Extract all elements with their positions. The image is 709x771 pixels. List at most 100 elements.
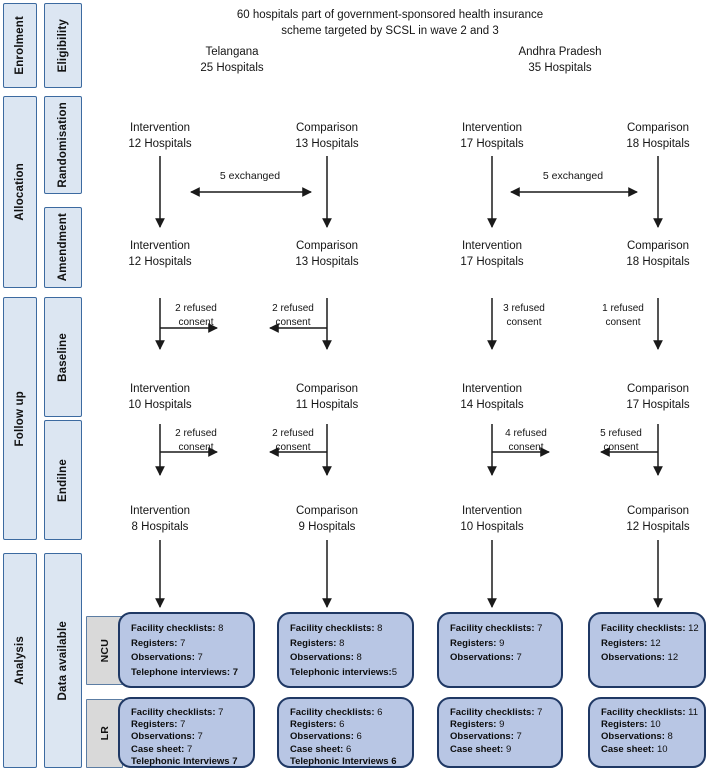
flow-node-line: 13 Hospitals [295, 138, 359, 150]
eligibility-label: Eligibility [57, 18, 69, 73]
flow-node-line: 11 Hospitals [295, 399, 359, 411]
flow-node-line: Comparison [627, 383, 689, 395]
analysis-line: Registers: 7 [131, 719, 186, 731]
flow-node-line: 12 Hospitals [128, 138, 192, 150]
analysis-line: Telephonic Interviews 7 [131, 755, 238, 767]
flow-node-line: 17 Hospitals [460, 138, 524, 150]
baseline-arrows [155, 298, 663, 350]
analysis-line: Observations: 8 [601, 731, 673, 743]
analysis-line: Facility checklists: 8 [290, 623, 383, 634]
analysis-line: Facility checklists: 7 [450, 623, 543, 634]
flow-node-randomisation-col3: Intervention 17 Hospitals [432, 120, 552, 152]
flow-node-line: 8 Hospitals [131, 521, 189, 533]
flow-node-line: 17 Hospitals [626, 399, 690, 411]
region-name: Andhra Pradesh [518, 46, 602, 58]
flow-node-line: Intervention [461, 383, 523, 395]
flow-node-line: 9 Hospitals [298, 521, 356, 533]
sidebar-phase-randomisation: Randomisation [44, 96, 82, 194]
flow-node-baseline-col4: Comparison 17 Hospitals [598, 381, 709, 413]
flow-node-line: Intervention [461, 122, 523, 134]
flow-node-line: Comparison [296, 505, 358, 517]
analysis-label: Analysis [14, 636, 26, 685]
analysis-line: Observations: 7 [131, 731, 203, 743]
analysis-line: Registers: 9 [450, 719, 505, 731]
baseline-label: Baseline [57, 332, 69, 382]
analysis-line: Observations: 7 [450, 731, 522, 743]
flow-node-line: Comparison [627, 505, 689, 517]
refused-consent-baseline-col4: 1 refused consent [602, 303, 644, 328]
randomisation-to-amendment-arrows [155, 156, 663, 228]
region-count: 35 Hospitals [528, 62, 592, 74]
sidebar-stage-allocation: Allocation [3, 96, 37, 288]
tab-ncu: NCU [86, 616, 123, 685]
sidebar-phase-endline: Endilne [44, 420, 82, 540]
analysis-line: Observations: 12 [601, 652, 679, 663]
flow-node-line: Intervention [129, 505, 191, 517]
analysis-line: Registers: 12 [601, 637, 661, 649]
analysis-line: Observations: 7 [131, 652, 203, 663]
flow-node-endline-col4: Comparison 12 Hospitals [598, 503, 709, 535]
flow-node-line: 13 Hospitals [295, 256, 359, 268]
flow-node-line: Comparison [296, 240, 358, 252]
flow-node-line: Intervention [461, 240, 523, 252]
flow-node-line: 18 Hospitals [626, 138, 690, 150]
analysis-line: Registers: 9 [450, 637, 505, 649]
analysis-line: Telephonic Interviews 6 [290, 755, 397, 767]
flow-node-baseline-col2: Comparison 11 Hospitals [267, 381, 387, 413]
analysis-line: Observations: 8 [290, 652, 362, 663]
flow-node-amendment-col4: Comparison 18 Hospitals [598, 238, 709, 270]
allocation-label: Allocation [14, 163, 26, 221]
analysis-line: Facility checklists: 11 [601, 707, 698, 718]
flow-node-amendment-col3: Intervention 17 Hospitals [432, 238, 552, 270]
refused-consent-endline-col4: 5 refused consent [600, 428, 642, 453]
flow-node-line: Intervention [129, 122, 191, 134]
followup-label: Follow up [14, 390, 26, 447]
analysis-line: Facility checklists: 7 [450, 707, 543, 718]
flow-node-line: Comparison [296, 383, 358, 395]
flow-node-line: Comparison [627, 240, 689, 252]
flow-node-line: 10 Hospitals [128, 399, 192, 411]
title-line2: scheme targeted by SCSL in wave 2 and 3 [281, 25, 499, 37]
title-line1: 60 hospitals part of government-sponsore… [236, 9, 544, 21]
randomisation-label: Randomisation [57, 102, 69, 188]
flow-node-line: 12 Hospitals [626, 521, 690, 533]
flow-node-endline-col1: Intervention 8 Hospitals [100, 503, 220, 535]
data-available-label: Data available [57, 620, 69, 701]
flow-node-line: Intervention [129, 240, 191, 252]
analysis-line: Registers: 6 [290, 719, 345, 731]
flow-node-line: 17 Hospitals [460, 256, 524, 268]
sidebar-phase-amendment: Amendment [44, 207, 82, 288]
analysis-line: Facility checklists: 7 [131, 707, 224, 718]
enrolment-label: Enrolment [14, 16, 26, 75]
sidebar-phase-baseline: Baseline [44, 297, 82, 417]
flow-node-line: Intervention [129, 383, 191, 395]
sidebar-phase-data-available: Data available [44, 553, 82, 768]
flow-node-line: 10 Hospitals [460, 521, 524, 533]
refused-consent-endline-col2: 2 refused consent [272, 428, 314, 453]
analysis-line: Registers: 10 [601, 719, 661, 731]
exchanged-label-2: 5 exchanged [542, 170, 604, 182]
flow-node-line: 18 Hospitals [626, 256, 690, 268]
flow-node-line: 12 Hospitals [128, 256, 192, 268]
sidebar-stage-followup: Follow up [3, 297, 37, 540]
flow-node-baseline-col1: Intervention 10 Hospitals [100, 381, 220, 413]
flow-node-amendment-col2: Comparison 13 Hospitals [267, 238, 387, 270]
tab-lr: LR [86, 699, 123, 768]
ncu-label: NCU [98, 638, 111, 663]
analysis-line: Facility checklists: 6 [290, 707, 383, 718]
region-count: 25 Hospitals [200, 62, 264, 74]
sidebar-stage-enrolment: Enrolment [3, 3, 37, 88]
diagram-title: 60 hospitals part of government-sponsore… [150, 7, 630, 39]
refused-consent-endline-col1: 2 refused consent [175, 428, 217, 453]
